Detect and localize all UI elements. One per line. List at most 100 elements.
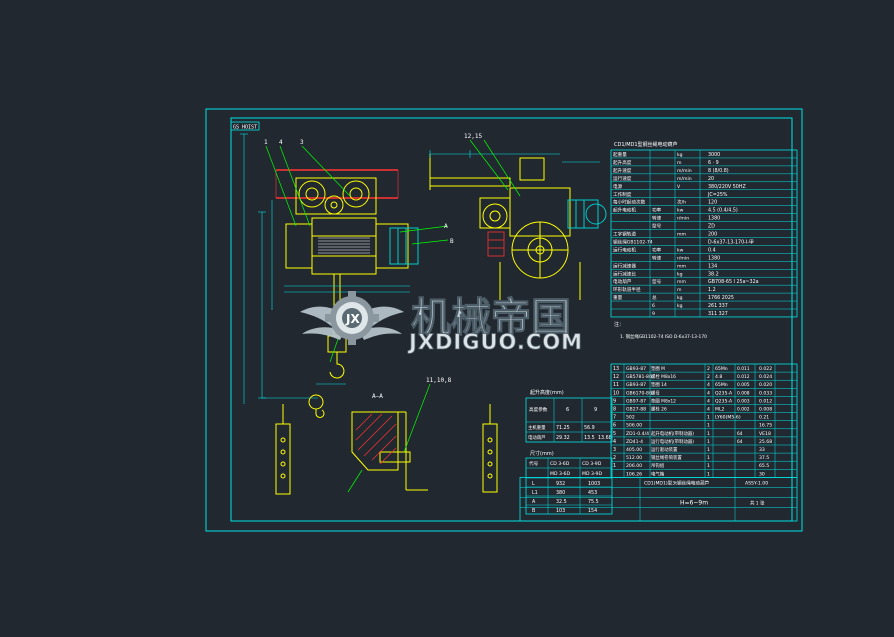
table-b-cell: 154	[588, 508, 597, 514]
spec-row-unit: V	[677, 184, 681, 190]
dimension-lines	[240, 133, 410, 404]
part-code: GB93-87	[626, 382, 646, 388]
part-no: 3	[613, 447, 616, 453]
part-qty: 1	[707, 447, 710, 453]
balloon-12-15: 12,15	[464, 133, 482, 140]
spec-row-sub: 6	[652, 303, 655, 309]
part-qty: 1	[707, 455, 710, 461]
part-no: 13	[613, 366, 619, 372]
table-b-header: 代号	[529, 460, 539, 467]
spec-row-value: 134	[708, 263, 717, 269]
table-b-subheader: MD 3-9D	[582, 471, 602, 477]
part-name: 运行驱动装置	[651, 446, 678, 453]
spec-row-sub: 总	[652, 294, 657, 301]
drawing-frame	[205, 108, 803, 532]
trolley-wheels	[295, 177, 377, 215]
part-code: 506.00	[626, 423, 642, 429]
part-no: 6	[613, 423, 616, 429]
part-qty: 2	[707, 366, 710, 372]
pendant-right	[482, 404, 498, 493]
lower-hook	[308, 394, 325, 418]
spec-row-unit: m/min	[677, 168, 692, 174]
part-unit-weight: 0.003	[737, 398, 750, 404]
dimension-table: 尺寸(mm) 代号 CD 3-6D CD 3-9D MD 3-6D MD 3-9D L 932…	[525, 450, 613, 515]
part-total-weight: 0.008	[759, 407, 772, 413]
part-name: 钢丝绳卷筒装置	[651, 454, 682, 461]
table-b-title: 尺寸(mm)	[530, 450, 554, 457]
part-name: 运行电动机(带制动器)	[651, 438, 694, 445]
part-no: 12	[613, 374, 619, 380]
table-b-cell: 453	[588, 490, 597, 496]
spec-row-value: 1766 2025	[708, 295, 734, 301]
spec-row-value: ZD	[708, 224, 715, 230]
spec-row-label: 运行减速比	[613, 270, 636, 277]
part-material: LY60(M5-6)	[715, 415, 741, 421]
spec-row-sub: 转速	[652, 215, 662, 222]
part-qty: 4	[707, 398, 710, 404]
table-a-title: 起升高度(mm)	[530, 389, 564, 396]
part-code: 502	[626, 415, 635, 421]
spec-row-sub: 功率	[652, 207, 662, 214]
spec-row-unit: r/min	[677, 255, 689, 261]
part-code: 106.26	[626, 471, 642, 477]
part-total-weight: 16.75	[759, 423, 772, 429]
spec-row-sub: 型号	[652, 223, 662, 230]
part-total-weight: 33	[759, 447, 765, 453]
hoist-body	[285, 217, 409, 275]
part-code: 405.00	[626, 447, 642, 453]
spec-row-label: 重量	[613, 294, 623, 301]
part-unit-weight: 64	[737, 431, 743, 437]
part-material: 65Mn	[715, 382, 728, 388]
spec-row-value: GB708-65 I 25a~32a	[708, 279, 759, 285]
part-qty: 2	[707, 374, 710, 380]
spec-row-value: 1380	[708, 255, 720, 261]
spec-row-value: 0.4	[708, 247, 716, 253]
balloon-11-10-8: 11,10,8	[426, 377, 452, 384]
hoist-side-view: 1 4 3	[240, 133, 419, 418]
table-a-cell: 29.32	[556, 435, 570, 441]
spec-row-unit: kg	[677, 152, 683, 158]
title-tag: GS HOIST	[230, 121, 260, 131]
spec-row-label: 工字钢轨道	[613, 231, 636, 238]
logo-text-en: JXDIGUO.COM	[407, 330, 583, 354]
spec-row-unit: kg	[677, 271, 683, 277]
spec-row-label: 运行减速器	[613, 262, 636, 269]
spec-row-value: 38.2	[708, 271, 719, 277]
part-total-weight: 0.020	[759, 382, 772, 388]
table-b-cell: 32.5	[556, 499, 567, 505]
table-b-subheader: MD 3-6D	[550, 471, 570, 477]
pendant-left	[275, 404, 291, 495]
table-b-cell: L	[532, 481, 535, 487]
table-b-cell: A	[532, 499, 536, 505]
table-b-cell: 103	[556, 508, 565, 514]
part-qty: 1	[707, 431, 710, 437]
table-b-header: CD 3-9D	[582, 461, 602, 467]
spec-row-value: 6 · 9	[708, 160, 719, 166]
part-unit-weight: 0.005	[737, 382, 750, 388]
part-no: 1	[613, 463, 616, 469]
balloon-b: B	[450, 238, 454, 245]
spec-row-value: 311 327	[708, 311, 728, 317]
table-a-cell: 13.5	[584, 435, 595, 441]
part-unit-weight: 0.012	[737, 374, 750, 380]
spec-note: 注：	[614, 321, 624, 328]
table-b-header: CD 3-6D	[550, 461, 570, 467]
part-code: GB97-87	[626, 398, 646, 404]
part-name: 起升电动机(带制动器)	[651, 430, 694, 437]
spec-row-unit: mm	[677, 233, 686, 238]
sheet-count: 共 1 张	[750, 499, 765, 506]
svg-text:JX: JX	[345, 312, 360, 326]
part-unit-weight: 64	[737, 439, 743, 445]
table-b-cell: 932	[556, 481, 565, 487]
spec-row-unit: kw	[677, 247, 684, 253]
part-no: 7	[613, 415, 616, 421]
balloon-3: 3	[300, 139, 304, 146]
spec-row-sub: 型号	[652, 278, 662, 285]
spec-row-sub: 转速	[652, 254, 662, 261]
spec-row-unit: kg	[677, 295, 683, 301]
svg-text:GS HOIST: GS HOIST	[233, 125, 257, 131]
part-total-weight: 37.5	[759, 455, 769, 461]
spec-row-label: 起升电动机	[613, 207, 636, 214]
table-b-cell: L1	[532, 490, 538, 496]
